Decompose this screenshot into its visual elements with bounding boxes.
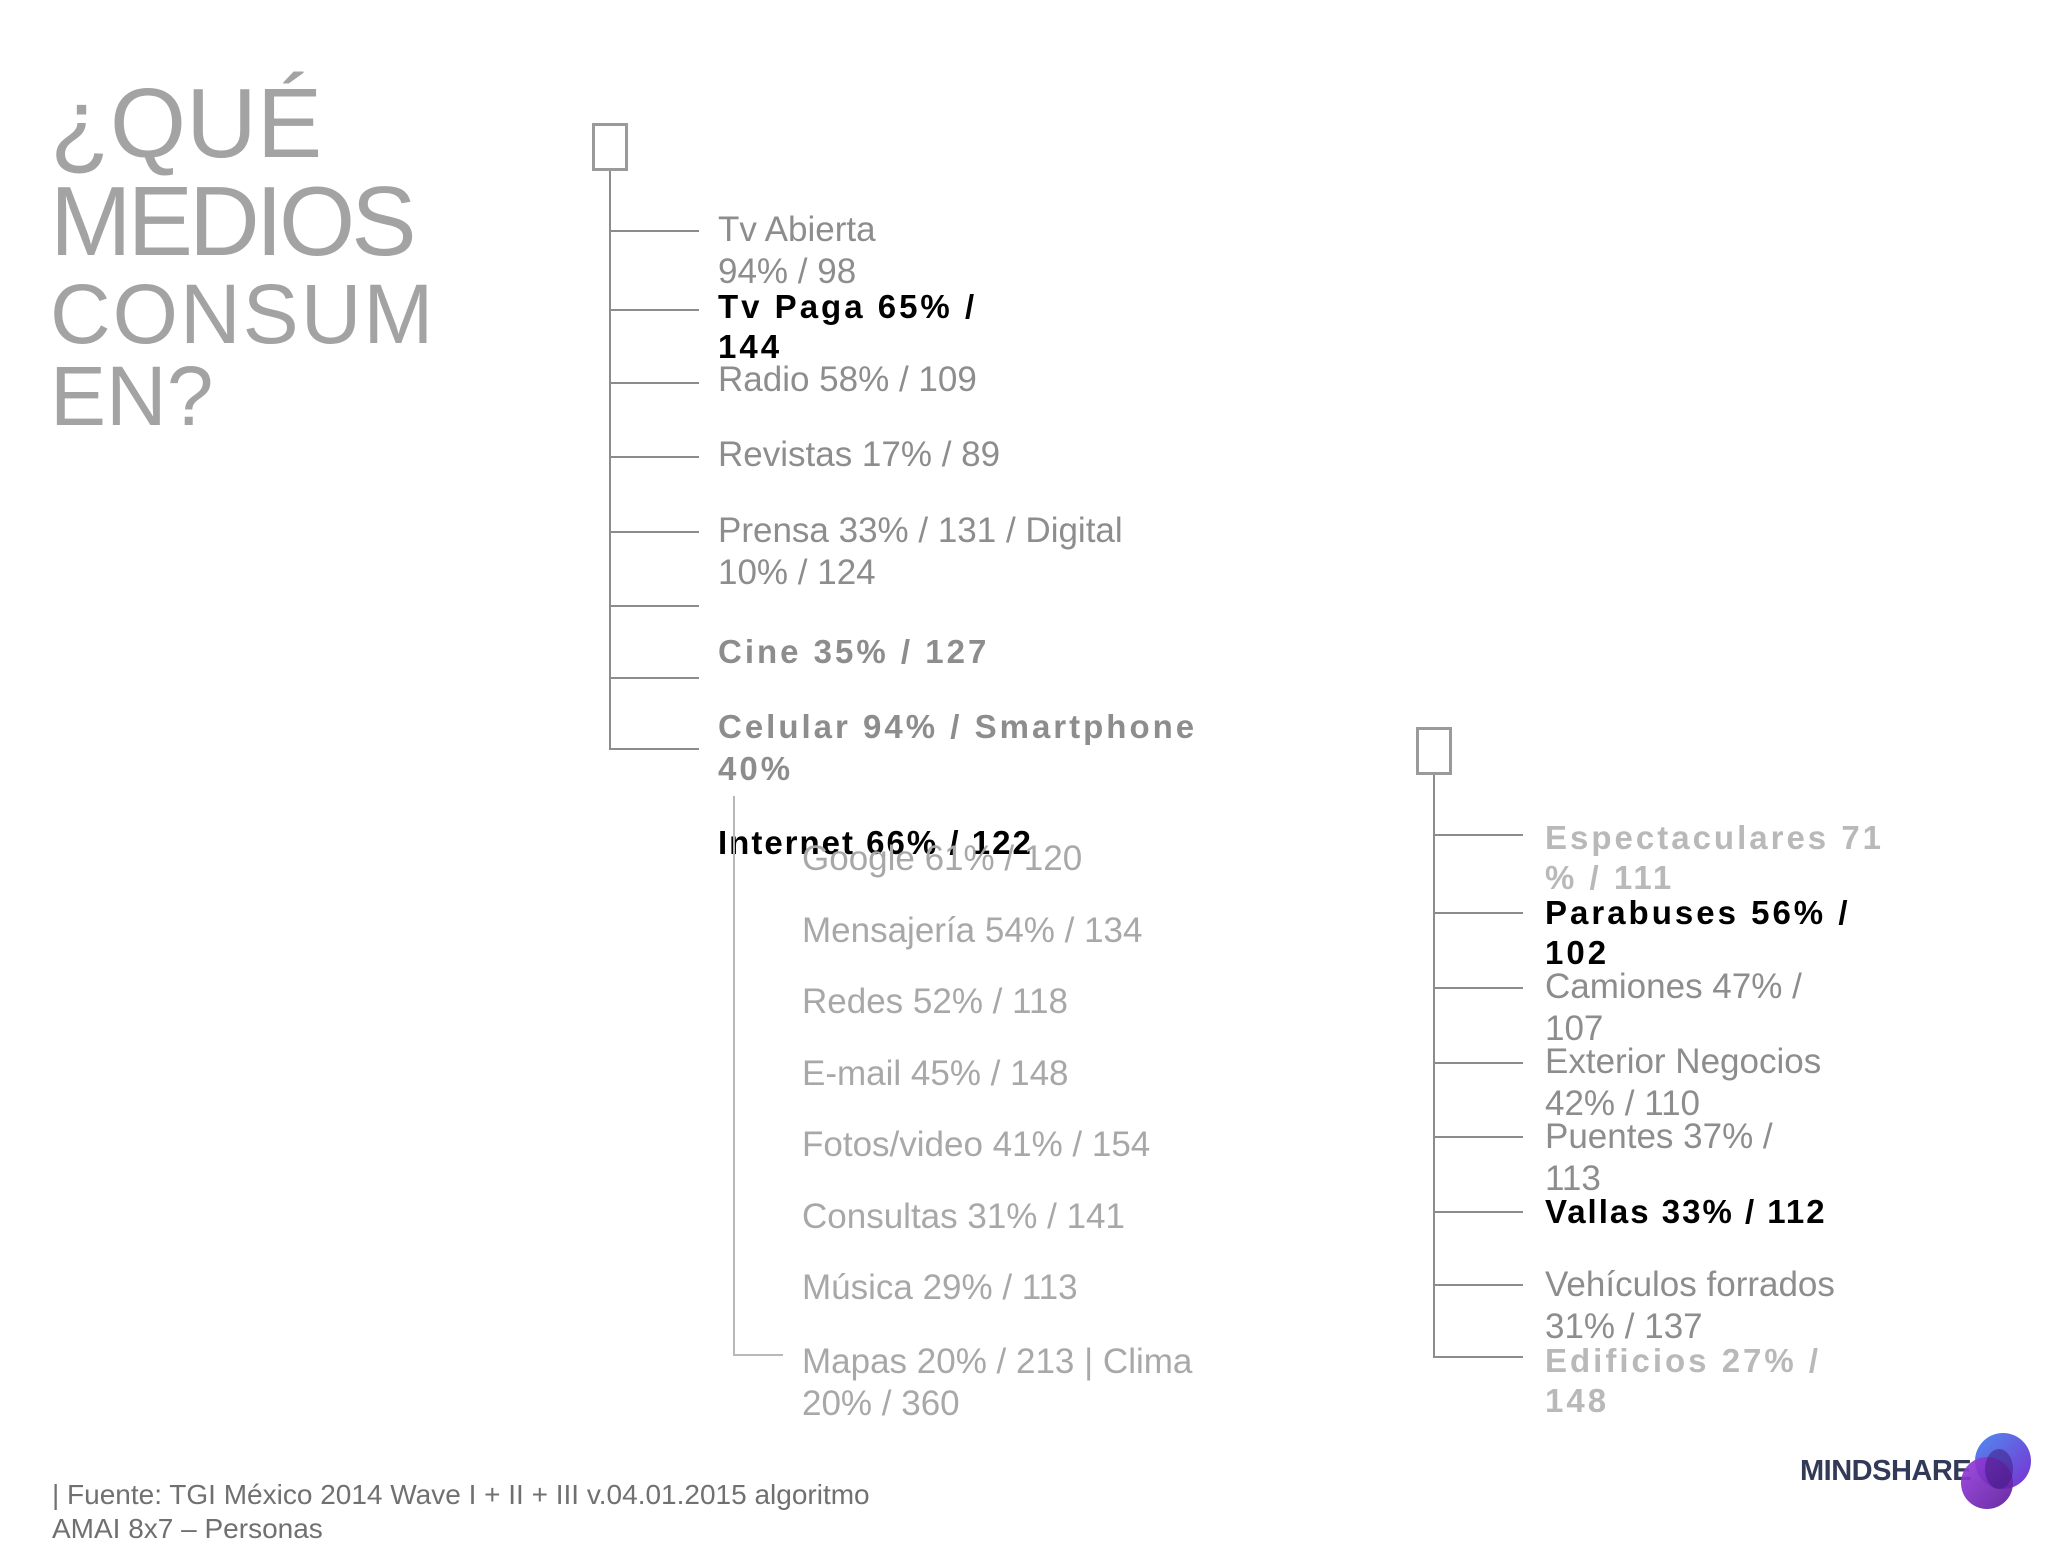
tree-trunk-line	[609, 171, 611, 748]
title-line-2: MEDIOS	[50, 166, 417, 276]
connector-line	[609, 456, 699, 458]
media-item-internet: Internet 66% / 122	[718, 824, 1033, 861]
exterior-item-vallas: Vallas 33% / 112	[1545, 1193, 1827, 1230]
internet-item-musica: Música 29% / 113	[802, 1268, 1078, 1307]
connector-line	[609, 309, 699, 311]
media-item-cine: Cine 35% / 127	[718, 633, 990, 670]
connector-line	[609, 382, 699, 384]
connector-line	[1433, 1211, 1523, 1213]
media-item-prensa: Prensa 33% / 131 / Digital 10% / 124	[718, 511, 1123, 592]
media-item-tv-abierta: Tv Abierta 94% / 98	[718, 210, 876, 291]
internet-item-redes: Redes 52% / 118	[802, 982, 1068, 1021]
exterior-item-puentes: Puentes 37% / 113	[1545, 1117, 1773, 1198]
tree-root-box	[1416, 727, 1452, 775]
exterior-item-camiones: Camiones 47% / 107	[1545, 967, 1802, 1048]
internet-item-email: E-mail 45% / 148	[802, 1054, 1069, 1093]
logo-mark-icon	[1961, 1433, 2031, 1509]
mindshare-logo: MINDSHARE	[1800, 1425, 2031, 1520]
connector-line	[609, 677, 699, 679]
connector-line	[1433, 1136, 1523, 1138]
exterior-item-parabuses: Parabuses 56% / 102	[1545, 894, 1851, 971]
connector-line	[609, 531, 699, 533]
connector-line	[1433, 987, 1523, 989]
title-line-1: ¿QUÉ	[50, 68, 323, 178]
tree-root-box	[592, 123, 628, 171]
media-item-tv-paga: Tv Paga 65% / 144	[718, 288, 978, 365]
footer-line-2: AMAI 8x7 – Personas	[52, 1513, 323, 1544]
logo-text: MINDSHARE	[1800, 1455, 1972, 1487]
connector-line	[1433, 1062, 1523, 1064]
exterior-item-espectaculares: Espectaculares 71 % / 111	[1545, 819, 1885, 896]
internet-item-consultas: Consultas 31% / 141	[802, 1197, 1125, 1236]
internet-item-fotos-video: Fotos/video 41% / 154	[802, 1125, 1151, 1164]
media-item-celular: Celular 94% / Smartphone 40%	[718, 708, 1198, 787]
internet-item-google: Google 61% / 120	[802, 839, 1083, 878]
subtree-line	[733, 796, 735, 1354]
connector-line	[1433, 1356, 1523, 1358]
media-item-radio: Radio 58% / 109	[718, 360, 977, 399]
tree-trunk-line	[1433, 775, 1435, 1356]
title-line-4: EN?	[50, 349, 214, 443]
footer-line-1: | Fuente: TGI México 2014 Wave I + II + …	[52, 1479, 870, 1510]
connector-line	[1433, 834, 1523, 836]
title-line-3: CONSUM	[50, 267, 436, 361]
internet-item-mapas-clima: Mapas 20% / 213 | Clima 20% / 360	[802, 1342, 1193, 1423]
exterior-item-vehiculos-forrados: Vehículos forrados 31% / 137	[1545, 1265, 1835, 1346]
media-item-revistas: Revistas 17% / 89	[718, 435, 1001, 474]
connector-line	[1433, 912, 1523, 914]
connector-line	[733, 1354, 783, 1356]
connector-line	[609, 748, 699, 750]
internet-item-mensajeria: Mensajería 54% / 134	[802, 911, 1143, 950]
connector-line	[1433, 1284, 1523, 1286]
exterior-item-exterior-negocios: Exterior Negocios 42% / 110	[1545, 1042, 1822, 1123]
connector-line	[609, 605, 699, 607]
exterior-item-edificios: Edificios 27% / 148	[1545, 1342, 1822, 1419]
connector-line	[609, 230, 699, 232]
